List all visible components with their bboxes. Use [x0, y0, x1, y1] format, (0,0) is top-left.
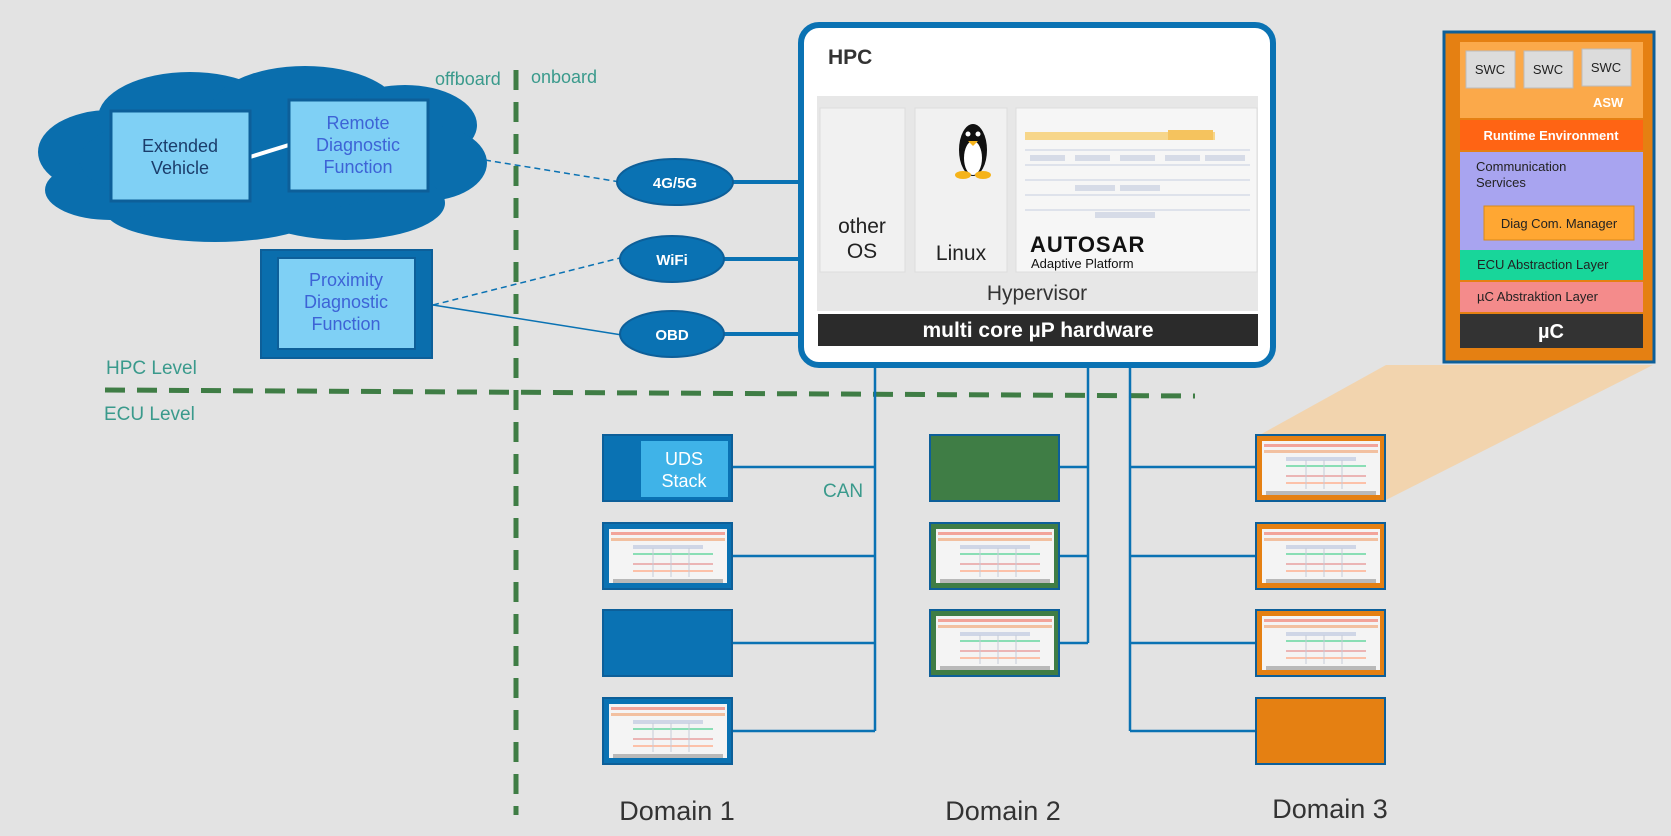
hpc-ecu-level-divider — [104, 387, 1196, 399]
domain1-ecu-2[interactable] — [602, 522, 733, 590]
uc-layer[interactable] — [1460, 314, 1643, 348]
hardware-label: multi core µP hardware — [922, 319, 1153, 342]
remote-diag-line1: Remote — [326, 113, 389, 133]
uc-label: µC — [1538, 321, 1564, 343]
domain1-bus — [732, 368, 877, 733]
proximity-line3: Function — [311, 314, 380, 334]
swc-1-box[interactable]: SWC — [1465, 50, 1516, 89]
onboard-label: onboard — [531, 67, 597, 87]
can-label: CAN — [823, 481, 863, 502]
autosar-architecture-thumbnail — [1025, 130, 1250, 218]
uds-line1: UDS — [665, 449, 703, 469]
domain3-ecu-1[interactable] — [1255, 434, 1386, 502]
proximity-line2: Diagnostic — [304, 292, 388, 312]
swc-3-label: SWC — [1591, 60, 1621, 75]
ecu-abstraction-layer[interactable] — [1460, 250, 1643, 280]
hypervisor-label: Hypervisor — [987, 282, 1087, 305]
extended-vehicle-line1: Extended — [142, 136, 218, 156]
wifi-node[interactable]: WiFi — [619, 235, 725, 283]
uds-line2: Stack — [661, 471, 707, 491]
proximity-to-obd-link — [432, 304, 623, 336]
domain2-bus — [1059, 368, 1090, 645]
hardware-bar — [818, 314, 1258, 346]
remote-to-cellular-link — [484, 159, 621, 183]
remote-diag-line3: Function — [323, 157, 392, 177]
swc-3-box[interactable]: SWC — [1581, 48, 1632, 87]
remote-diag-line2: Diagnostic — [316, 135, 400, 155]
uc-abstraction-label: µC Abstraktion Layer — [1477, 289, 1599, 304]
cellular-4g5g-node[interactable]: 4G/5G — [616, 158, 734, 206]
autosar-logo: AUTOSAR — [1030, 232, 1145, 257]
domain3-label: Domain 3 — [1272, 794, 1388, 824]
rte-label: Runtime Environment — [1483, 128, 1619, 143]
other-os-line2: OS — [847, 240, 877, 263]
linux-penguin-icon — [955, 124, 991, 179]
ecu-software-stack: SWC SWC SWC ASW Runtime Environment Comm… — [1442, 30, 1656, 364]
comm-line1: Communication — [1476, 159, 1566, 174]
rte-layer[interactable] — [1460, 120, 1643, 150]
other-os-panel — [819, 107, 906, 273]
ecu-abstraction-label: ECU Abstraction Layer — [1477, 257, 1609, 272]
cellular-label: 4G/5G — [653, 175, 697, 192]
domain2-ecu-3[interactable] — [929, 609, 1060, 677]
domain2-ecu-2[interactable] — [929, 522, 1060, 590]
domain3-ecu-3[interactable] — [1255, 609, 1386, 677]
comm-line2: Services — [1476, 175, 1526, 190]
extended-vehicle-line2: Vehicle — [151, 158, 209, 178]
domain3-ecu-2[interactable] — [1255, 522, 1386, 590]
domain1-label: Domain 1 — [619, 796, 735, 826]
diag-manager-label: Diag Com. Manager — [1501, 216, 1618, 231]
cloud-link — [249, 142, 293, 159]
obd-node[interactable]: OBD — [619, 310, 725, 358]
domain3-bus — [1128, 368, 1256, 733]
ecu-level-label: ECU Level — [104, 404, 195, 425]
domain1-ecu-4[interactable] — [602, 697, 733, 765]
domain2-ecu-1[interactable] — [929, 434, 1060, 502]
autosar-subtitle: Adaptive Platform — [1031, 256, 1134, 271]
diag-com-manager-box[interactable]: Diag Com. Manager — [1483, 205, 1635, 241]
wifi-label: WiFi — [656, 252, 688, 269]
proximity-line1: Proximity — [309, 270, 383, 290]
domain3-ecu-4[interactable] — [1255, 697, 1386, 765]
swc-2-box[interactable]: SWC — [1523, 50, 1574, 89]
offboard-label: offboard — [435, 69, 501, 89]
linux-panel — [914, 107, 1008, 273]
domain1-ecu-3[interactable] — [602, 609, 733, 677]
asw-label: ASW — [1593, 95, 1624, 110]
obd-label: OBD — [655, 327, 689, 344]
other-os-line1: other — [838, 215, 886, 238]
hpc-level-label: HPC Level — [106, 358, 197, 379]
hpc-title: HPC — [828, 46, 872, 69]
swc-2-label: SWC — [1533, 62, 1563, 77]
linux-label: Linux — [936, 242, 987, 265]
domain2-label: Domain 2 — [945, 796, 1061, 826]
swc-1-label: SWC — [1475, 62, 1505, 77]
uc-abstraction-layer[interactable] — [1460, 282, 1643, 312]
proximity-to-wifi-link — [432, 257, 621, 306]
